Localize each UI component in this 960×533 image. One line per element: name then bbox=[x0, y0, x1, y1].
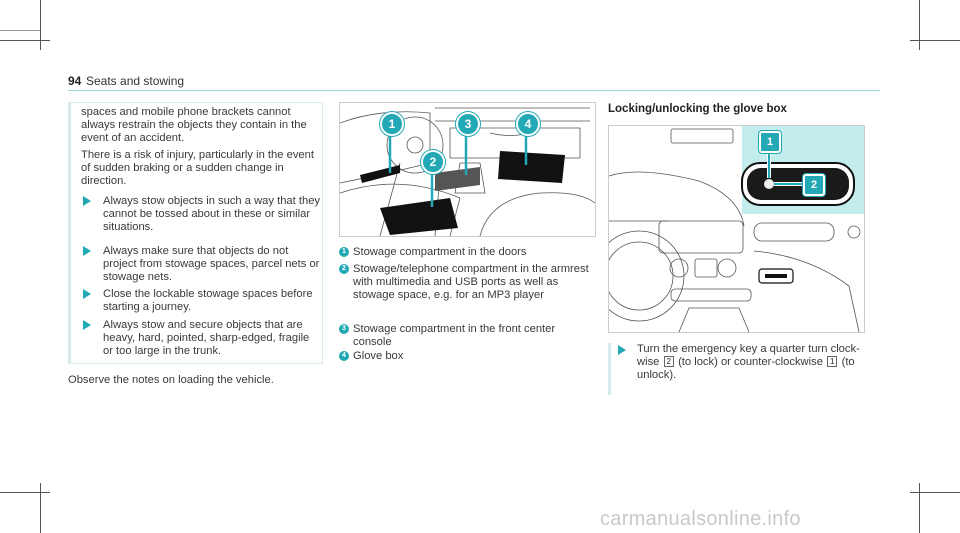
crop-mark bbox=[910, 40, 960, 41]
legend-text: Stowage/telephone compartment in the arm… bbox=[353, 263, 589, 301]
bullet-item: Always make sure that objects do not pro… bbox=[81, 245, 321, 284]
legend-text: Stowage compartment in the doors bbox=[353, 246, 527, 258]
legend-number: 1 bbox=[339, 247, 349, 257]
bullet-text: Always stow objects in such a way that t… bbox=[103, 195, 321, 233]
observe-note: Observe the notes on loading the vehicle… bbox=[68, 374, 274, 386]
instruction-text: Turn the emergency key a quarter turn cl… bbox=[637, 343, 860, 381]
bullet-arrow-icon bbox=[83, 289, 91, 299]
crop-mark bbox=[40, 0, 41, 50]
bullet-text: Close the lockable stowage spaces before… bbox=[103, 288, 313, 313]
interior-illustration: 1 2 3 4 bbox=[339, 102, 596, 237]
legend-number: 4 bbox=[339, 351, 349, 361]
bullet-text: Always stow and secure objects that are … bbox=[103, 319, 310, 357]
callout-2: 2 bbox=[421, 150, 445, 174]
bullet-item: Close the lockable stowage spaces before… bbox=[81, 288, 321, 314]
crop-mark bbox=[919, 0, 920, 50]
crop-mark bbox=[40, 483, 41, 533]
callout-1: 1 bbox=[380, 112, 404, 136]
bullet-arrow-icon bbox=[83, 320, 91, 330]
callout-2: 2 bbox=[803, 174, 825, 196]
key-reference-2: 2 bbox=[663, 355, 674, 367]
warning-intro: spaces and mobile phone brackets cannot … bbox=[81, 106, 321, 191]
instruction-step: Turn the emergency key a quarter turn cl… bbox=[608, 343, 871, 395]
watermark: carmanualsonline.info bbox=[600, 508, 801, 530]
interior-drawing bbox=[339, 107, 596, 237]
legend-text: Glove box bbox=[353, 350, 404, 362]
bullet-item: Always stow and secure objects that are … bbox=[81, 319, 321, 358]
crop-mark bbox=[0, 40, 50, 41]
bullet-arrow-icon bbox=[618, 345, 626, 355]
crop-mark bbox=[0, 30, 40, 31]
callout-3: 3 bbox=[456, 112, 480, 136]
page-header-title: Seats and stowing bbox=[86, 74, 185, 88]
intro-paragraph: There is a risk of injury, particularly … bbox=[81, 148, 314, 187]
bullet-item: Always stow objects in such a way that t… bbox=[81, 195, 321, 234]
bullet-arrow-icon bbox=[83, 196, 91, 206]
callout-4: 4 bbox=[516, 112, 540, 136]
section-title: Locking/unlocking the glove box bbox=[608, 103, 787, 115]
dashboard-drawing bbox=[609, 126, 864, 332]
key-reference-1: 1 bbox=[827, 355, 838, 367]
callout-1: 1 bbox=[759, 131, 781, 153]
warning-box: spaces and mobile phone brackets cannot … bbox=[68, 102, 323, 364]
glove-box-illustration: 1 2 bbox=[608, 125, 865, 333]
crop-mark bbox=[0, 492, 50, 493]
legend-number: 3 bbox=[339, 324, 349, 334]
bullet-arrow-icon bbox=[83, 246, 91, 256]
bullet-text: Always make sure that objects do not pro… bbox=[103, 245, 320, 283]
legend-text: Stowage compartment in the front center … bbox=[353, 323, 556, 348]
crop-mark bbox=[919, 483, 920, 533]
intro-paragraph: spaces and mobile phone brackets cannot … bbox=[81, 106, 307, 144]
page-number: 94 bbox=[68, 74, 82, 88]
legend-number: 2 bbox=[339, 264, 349, 274]
header-rule bbox=[68, 90, 880, 91]
crop-mark bbox=[910, 492, 960, 493]
